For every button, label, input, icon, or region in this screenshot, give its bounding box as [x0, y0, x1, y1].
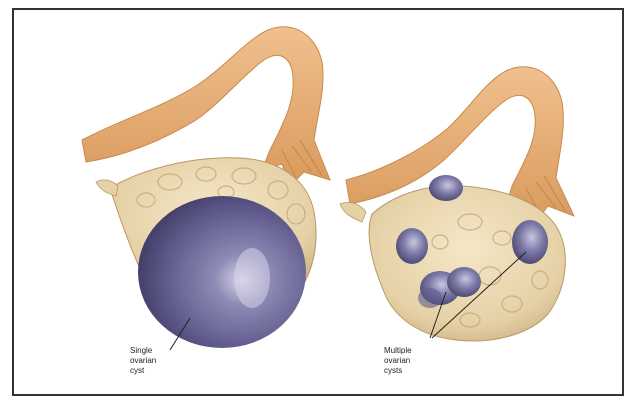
multiple-cysts-label-line-2: ovarian [384, 356, 412, 366]
multiple-cysts-label-line-1: Multiple [384, 346, 412, 356]
multiple-cysts-label: Multiple ovarian cysts [384, 346, 412, 376]
single-cyst-label-line-1: Single [130, 346, 156, 356]
multiple-cysts-label-line-3: cysts [384, 366, 412, 376]
single-cyst-label-line-2: ovarian [130, 356, 156, 366]
single-ovarian-cyst [138, 196, 306, 348]
single-cyst-label: Single ovarian cyst [130, 346, 156, 376]
single-cyst-label-line-3: cyst [130, 366, 156, 376]
